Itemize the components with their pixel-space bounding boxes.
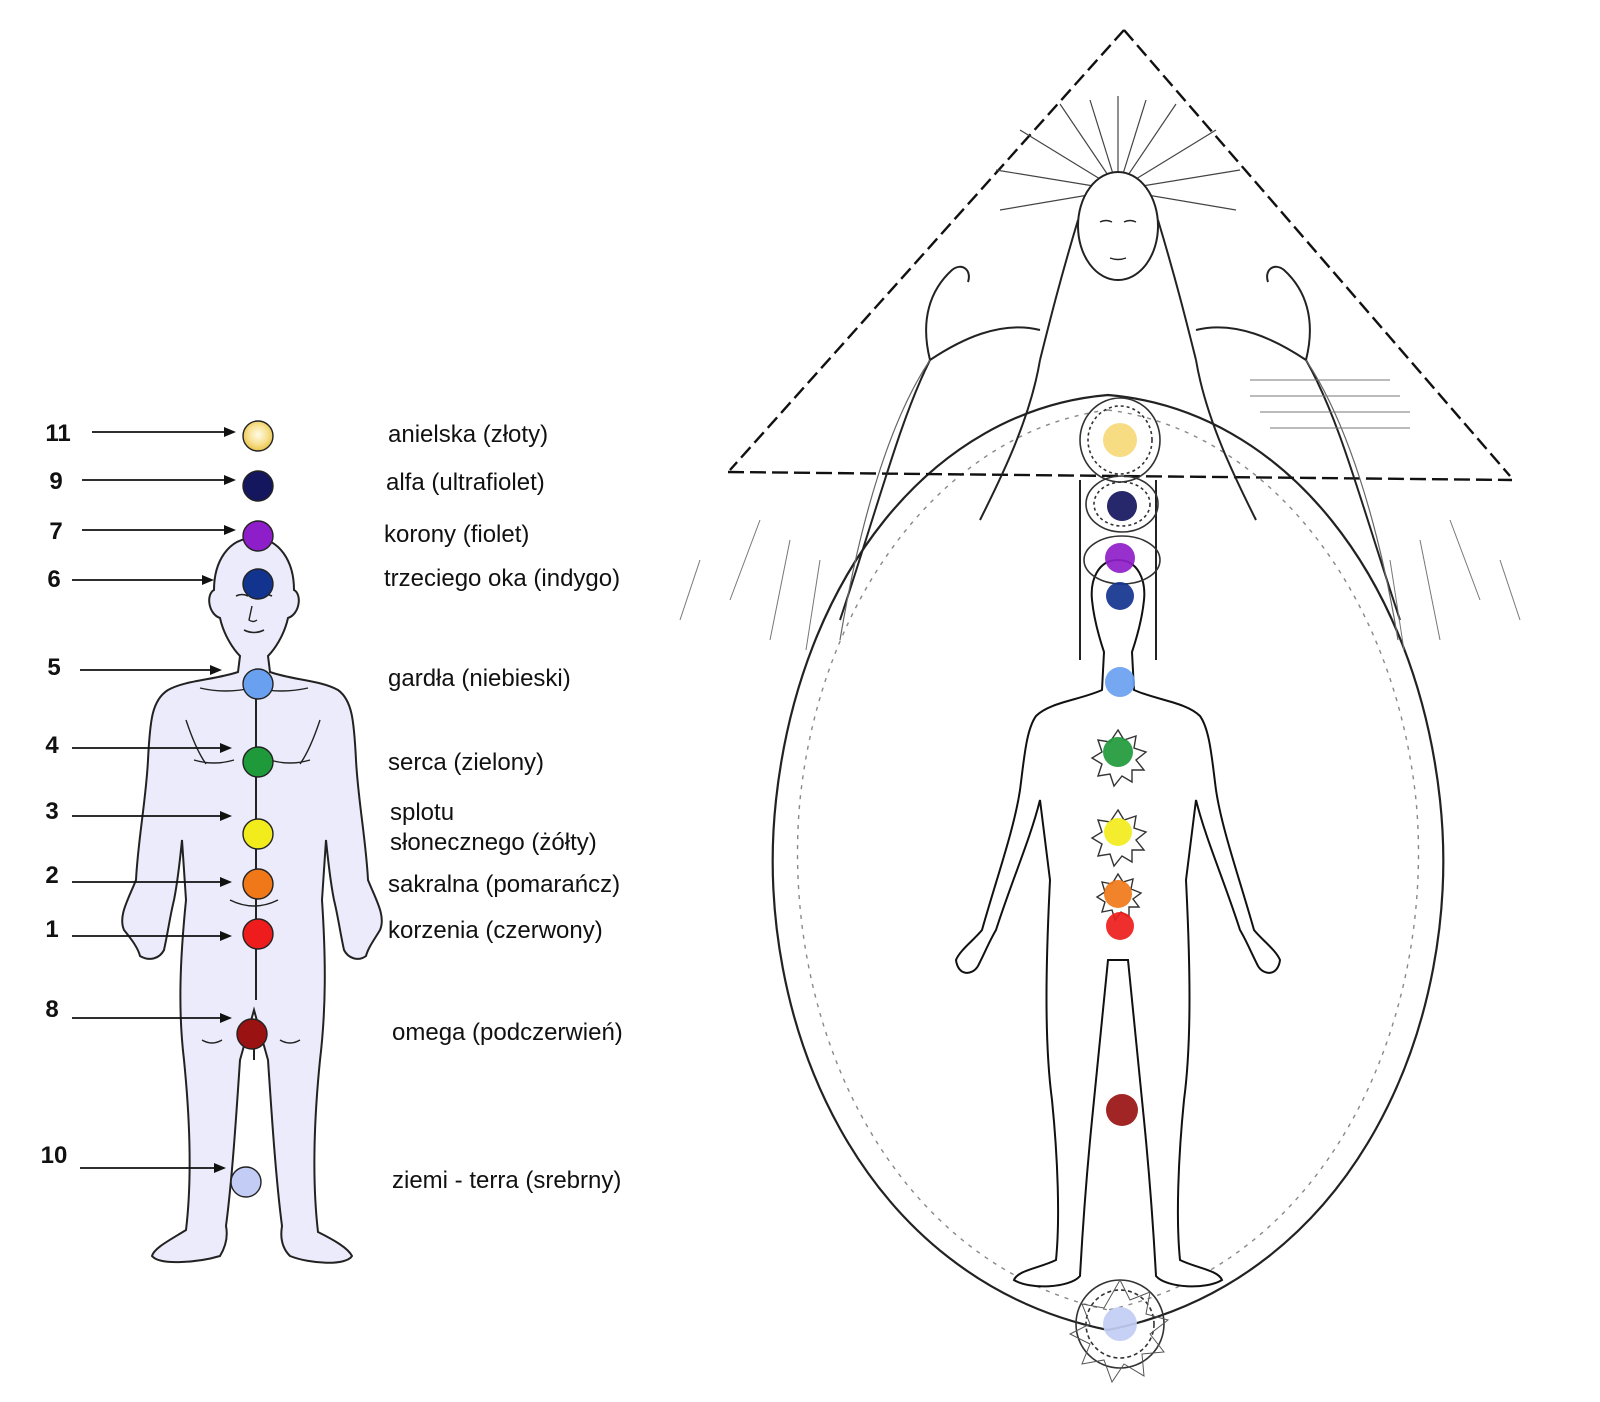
right-chakra-11: [1103, 423, 1137, 457]
chakra-number-5: 5: [47, 654, 61, 681]
right-chakra-6: [1106, 582, 1134, 610]
right-chakra-1: [1106, 912, 1134, 940]
chakra-number-1: 1: [45, 916, 59, 943]
pointer-arrows: [72, 427, 236, 1173]
right-chakra-7: [1105, 543, 1135, 573]
chakra-number-9: 9: [49, 468, 63, 495]
left-chakra-9: [242, 470, 274, 502]
right-chakra-2: [1104, 880, 1132, 908]
arrow-head-9: [224, 475, 236, 485]
chakra-number-7: 7: [49, 518, 63, 545]
left-chakra-4: [242, 746, 274, 778]
arrow-head-7: [224, 525, 236, 535]
right-chakra-circles: [1103, 423, 1138, 1341]
right-aura-sketch: [679, 29, 1521, 1384]
left-chakra-10: [230, 1166, 262, 1198]
chakra-number-4: 4: [45, 732, 59, 759]
chakra-number-2: 2: [45, 862, 59, 889]
arrow-head-2: [220, 877, 232, 887]
chakra-label-1: korzenia (czerwony): [388, 917, 603, 944]
arrow-head-11: [224, 427, 236, 437]
arrow-head-3: [220, 811, 232, 821]
arrow-head-8: [220, 1013, 232, 1023]
chakra-label-3a: splotu: [390, 799, 455, 826]
left-human-figure: [121, 536, 383, 1264]
chakra-label-7: korony (fiolet): [384, 521, 530, 548]
chakra-number-11: 11: [45, 420, 71, 447]
arrow-head-10: [214, 1163, 226, 1173]
chakra-number-8: 8: [45, 996, 59, 1023]
left-chakra-5: [242, 668, 274, 700]
left-chakra-3: [242, 818, 274, 850]
right-chakra-8: [1106, 1094, 1138, 1126]
arrow-head-5: [210, 665, 222, 675]
left-chakra-1: [242, 918, 274, 950]
right-chakra-10: [1103, 1307, 1137, 1341]
chakra-label-8: omega (podczerwień): [392, 1019, 623, 1046]
chakra-label-3b: słonecznego (żółty): [390, 829, 597, 856]
left-chakra-6: [242, 568, 274, 600]
chakra-number-6: 6: [47, 566, 61, 593]
chakra-label-9: alfa (ultrafiolet): [386, 469, 545, 496]
arrow-head-4: [220, 743, 232, 753]
chakra-label-11: anielska (złoty): [388, 421, 549, 448]
left-chakra-7: [242, 520, 274, 552]
chakra-label-4: serca (zielony): [388, 749, 545, 776]
arrow-head-6: [202, 575, 214, 585]
right-chakra-4: [1103, 737, 1133, 767]
left-chakra-11: [242, 420, 274, 452]
left-chakra-8: [236, 1018, 268, 1050]
chakra-number-3: 3: [45, 798, 59, 825]
left-body-outline: [121, 536, 383, 1264]
right-chakra-9: [1107, 491, 1137, 521]
left-chakra-circles: [230, 420, 274, 1198]
chakra-label-10: ziemi - terra (srebrny): [392, 1167, 622, 1194]
chakra-label-5: gardła (niebieski): [388, 665, 571, 692]
right-chakra-5: [1105, 667, 1135, 697]
chakra-label-2: sakralna (pomarańcz): [388, 871, 621, 898]
arrow-head-1: [220, 931, 232, 941]
chakra-label-6: trzeciego oka (indygo): [384, 565, 621, 592]
left-chakra-2: [242, 868, 274, 900]
pyramid-outline: [729, 29, 1511, 477]
right-chakra-3: [1104, 818, 1132, 846]
chakra-number-10: 10: [40, 1142, 68, 1169]
